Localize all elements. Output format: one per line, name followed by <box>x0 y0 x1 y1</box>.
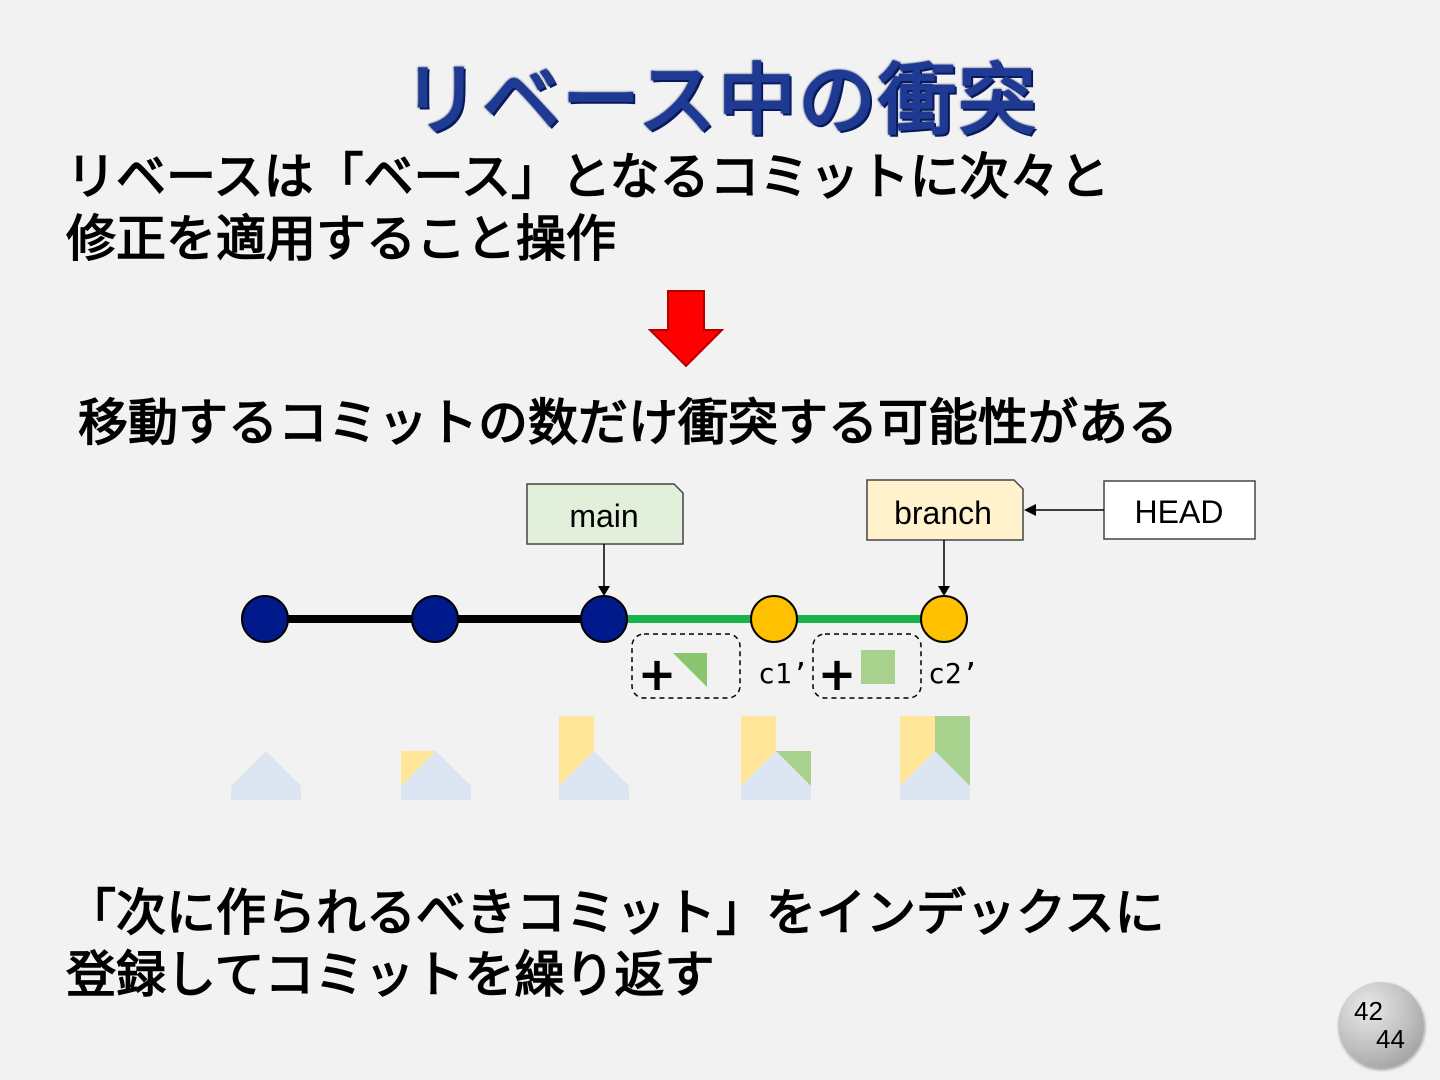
conclusion-text: 「次に作られるべきコミット」をインデックスに 登録してコミットを繰り返す <box>66 882 1165 1006</box>
main-tag-label: main <box>569 498 638 534</box>
snapshot-2 <box>401 751 471 800</box>
snapshot-3 <box>559 716 629 800</box>
snapshot-1 <box>231 751 301 800</box>
main-pointer-head <box>598 586 610 596</box>
commit-c2-prime <box>921 596 967 642</box>
branch-tag-label: branch <box>894 495 992 531</box>
head-label: HEAD <box>1135 494 1224 530</box>
head-pointer-head <box>1024 504 1036 516</box>
page-number-badge: 42 44 <box>1338 982 1424 1068</box>
c2-label: c2’ <box>928 657 979 690</box>
c1-label: c1’ <box>758 657 809 690</box>
branch-tag: branch <box>867 480 1023 540</box>
conclusion-line-2: 登録してコミットを繰り返す <box>66 944 1165 1006</box>
conclusion-line-1: 「次に作られるべきコミット」をインデックスに <box>66 882 1165 944</box>
commit-main-3 <box>581 596 627 642</box>
green-triangle-piece-icon <box>673 653 707 687</box>
commit-main-2 <box>412 596 458 642</box>
green-square-piece-icon <box>861 650 895 684</box>
main-tag: main <box>527 484 683 544</box>
branch-pointer-head <box>938 586 950 596</box>
snapshot-5 <box>900 716 970 800</box>
snapshot-4 <box>741 716 811 800</box>
change-plus-c1: + <box>638 647 677 701</box>
commit-c1-prime <box>751 596 797 642</box>
head-box: HEAD <box>1104 481 1255 539</box>
page-total: 44 <box>1376 1024 1405 1055</box>
commit-main-1 <box>242 596 288 642</box>
change-box-c1: + <box>632 634 740 701</box>
change-box-c2: + <box>813 634 921 701</box>
page-current: 42 <box>1354 996 1383 1027</box>
rebase-diagram: main branch HEAD + c1’ + c2’ <box>0 0 1440 860</box>
change-plus-c2: + <box>818 647 857 701</box>
